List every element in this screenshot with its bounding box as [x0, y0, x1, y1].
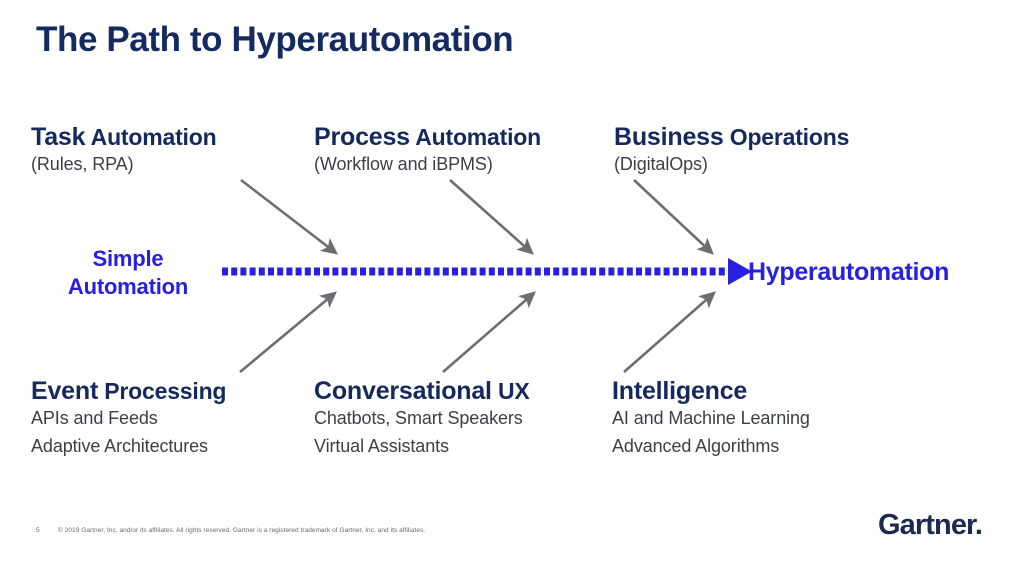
node-title-rest: Processing [98, 378, 227, 404]
node-subtitle-line: AI and Machine Learning [612, 408, 810, 428]
connector-task-automation [240, 178, 339, 255]
axis-label-line-2: Automation [67, 273, 189, 299]
node-title-rest: UX [491, 378, 530, 404]
node-subtitle-line: Virtual Assistants [314, 435, 449, 456]
node-title: Event Processing [31, 377, 226, 405]
node-subtitle-line: (Rules, RPA) [31, 154, 134, 174]
node-title-lead: Task [31, 123, 86, 151]
node-subtitle-line: APIs and Feeds [31, 408, 158, 428]
node-subtitle-line: Advanced Algorithms [612, 435, 780, 456]
page-title: The Path to Hyperautomation [36, 20, 514, 59]
node-title: Conversational UX [314, 377, 530, 405]
node-title: Business Operations [614, 123, 849, 151]
axis-label-simple-automation: Simple Automation [40, 245, 216, 300]
node-title-lead: Intelligence [612, 377, 748, 405]
node-conversational-ux[interactable]: Conversational UX Chatbots, Smart Speake… [314, 377, 530, 461]
node-title: Intelligence [612, 377, 810, 405]
node-title-lead: Process [314, 123, 410, 151]
node-business-operations[interactable]: Business Operations (DigitalOps) [614, 123, 849, 179]
node-subtitle-line: Chatbots, Smart Speakers [314, 408, 523, 428]
node-title-rest: Automation [409, 124, 541, 150]
connector-event-processing [239, 291, 337, 373]
node-title-lead: Event [31, 377, 99, 405]
copyright-notice: © 2019 Gartner, Inc. and/or its affiliat… [58, 527, 426, 534]
gartner-logo: Gartner. [877, 509, 983, 541]
node-subtitle-line: Adaptive Architectures [31, 435, 208, 456]
connector-conversational-ux [442, 291, 536, 373]
page-number: 5 [36, 527, 40, 534]
node-event-processing[interactable]: Event Processing APIs and Feeds Adaptive… [31, 377, 226, 461]
node-title: Task Automation [31, 123, 217, 151]
node-title-rest: Automation [85, 124, 217, 150]
connector-business-operations [633, 179, 714, 255]
axis-label-line-1: Simple [92, 246, 164, 271]
node-intelligence[interactable]: Intelligence AI and Machine Learning Adv… [612, 377, 810, 461]
node-title-lead: Business [614, 123, 724, 151]
node-process-automation[interactable]: Process Automation (Workflow and iBPMS) [314, 123, 541, 179]
node-subtitle-line: (DigitalOps) [614, 154, 708, 174]
node-title: Process Automation [314, 123, 541, 151]
connector-intelligence [623, 291, 716, 373]
node-subtitle-line: (Workflow and iBPMS) [314, 154, 493, 174]
node-title-lead: Conversational [314, 377, 492, 405]
node-task-automation[interactable]: Task Automation (Rules, RPA) [31, 123, 217, 179]
node-title-rest: Operations [723, 124, 850, 150]
axis-label-hyperautomation: Hyperautomation [748, 258, 950, 286]
connector-process-automation [449, 179, 534, 255]
